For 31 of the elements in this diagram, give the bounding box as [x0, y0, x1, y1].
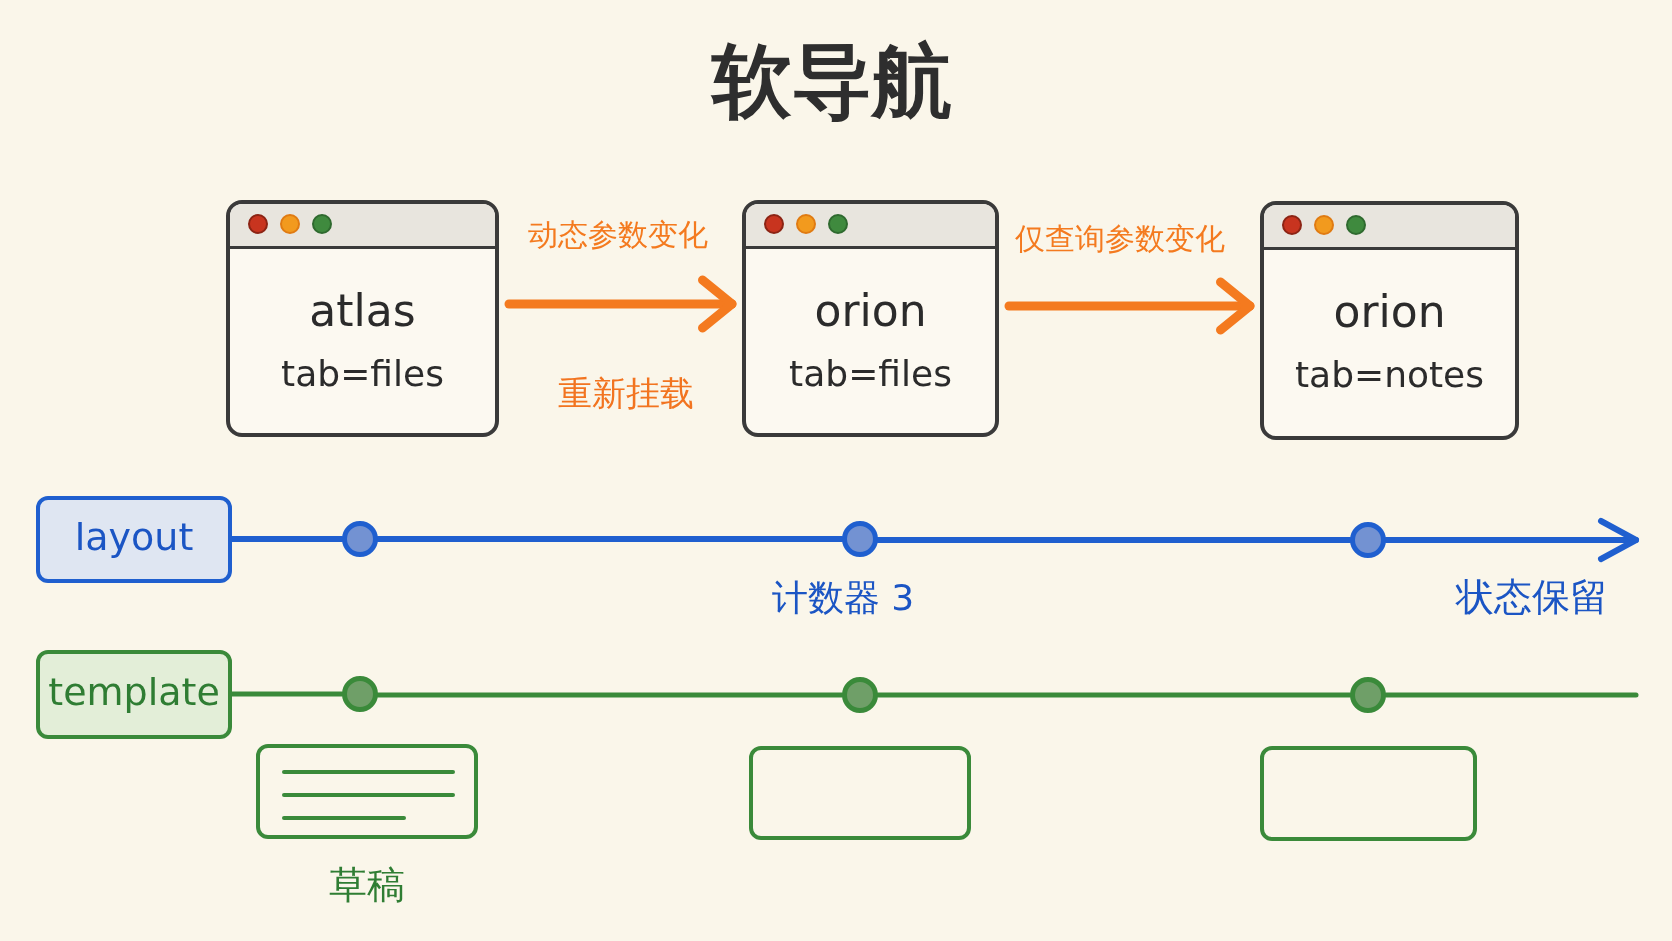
timeline-dot-icon — [342, 676, 378, 712]
timeline-dot-icon — [842, 521, 878, 557]
title: 软导航 — [712, 38, 952, 126]
arrow — [504, 275, 737, 333]
timeline-dot-icon — [842, 677, 878, 713]
lane-name: template — [48, 669, 220, 716]
component-card — [256, 744, 478, 839]
annotation: 重新挂载 — [558, 372, 694, 414]
component-card — [1260, 746, 1477, 841]
route-name: atlas — [309, 284, 416, 338]
query-string: tab=files — [281, 352, 444, 396]
component-card — [749, 746, 971, 840]
annotation: 计数器 3 — [771, 576, 915, 620]
browser-window — [1260, 201, 1519, 440]
timeline-dot-icon — [342, 521, 378, 557]
route-name: orion — [814, 284, 927, 338]
query-string: tab=files — [789, 352, 952, 396]
box-caption: 草稿 — [329, 863, 405, 909]
browser-window — [226, 200, 499, 437]
timeline-dot-icon — [1350, 677, 1386, 713]
timeline-dot-icon — [1350, 522, 1386, 558]
edge-label: 仅查询参数变化 — [1015, 221, 1225, 257]
lane-tag — [36, 496, 232, 583]
lane-name: layout — [74, 514, 194, 561]
edge-label: 动态参数变化 — [528, 217, 708, 253]
browser-window — [742, 200, 999, 437]
route-name: orion — [1333, 285, 1446, 339]
arrow — [1004, 277, 1255, 335]
query-string: tab=notes — [1294, 353, 1485, 397]
lane-tag — [36, 650, 232, 739]
annotation: 状态保留 — [1456, 575, 1608, 621]
